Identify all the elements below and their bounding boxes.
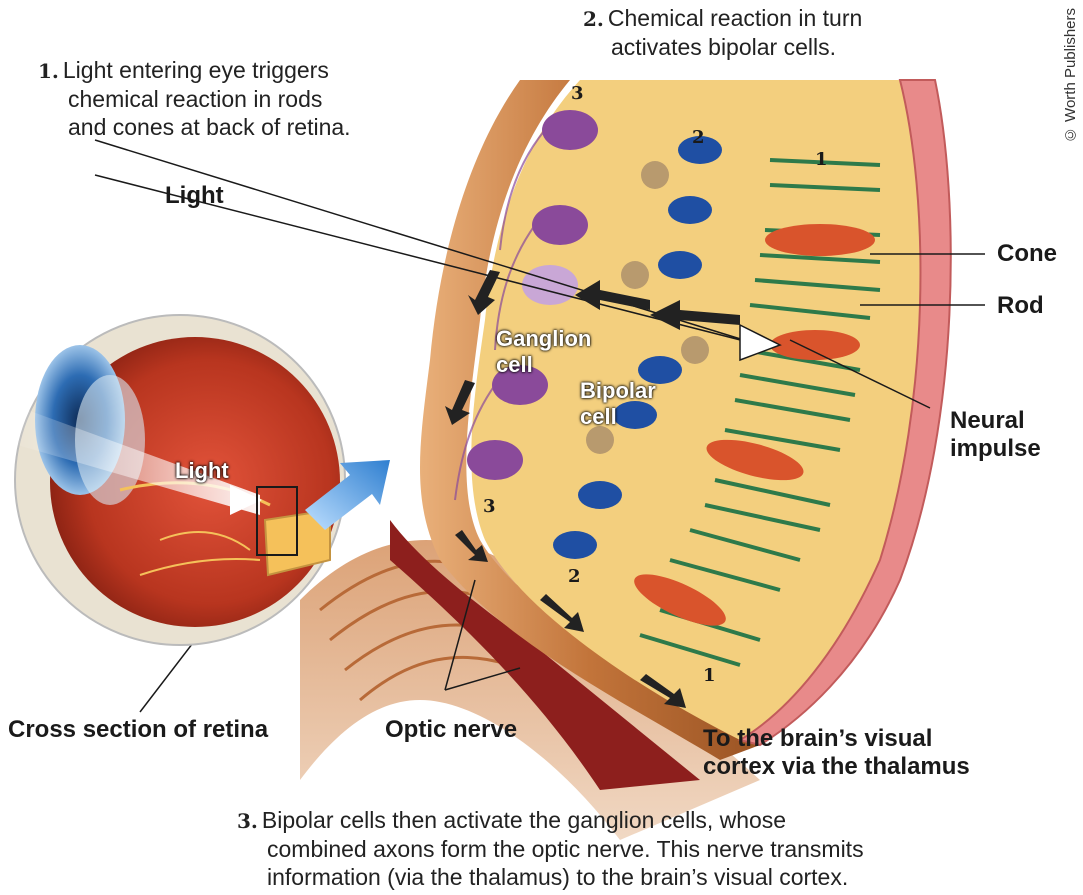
eyeball — [0, 314, 346, 646]
layer-number-top-3: 3 — [571, 83, 584, 104]
cone-cell — [770, 330, 860, 360]
bipolar-cell — [613, 401, 657, 429]
ganglion-cell — [522, 265, 578, 305]
bipolar-cell-line-2: cell — [580, 404, 617, 429]
pigment-epithelium — [737, 79, 952, 747]
bipolar-cell — [578, 481, 622, 509]
step-3-number: 3. — [237, 809, 258, 833]
light-label-top: Light — [165, 182, 224, 209]
ganglion-cell-line-2: cell — [496, 352, 533, 377]
bipolar-cell — [668, 196, 712, 224]
axons — [454, 129, 546, 501]
neural-impulse-line-1: Neural — [950, 407, 1025, 434]
bipolar-cell-line-1: Bipolar — [580, 378, 656, 403]
light-rays — [94, 139, 782, 362]
neural-impulse-arrows — [575, 280, 740, 330]
copyright-credit: © Worth Publishers — [1062, 8, 1079, 144]
neural-impulse-line-2: impulse — [950, 435, 1041, 462]
step-1-line-1: Light entering eye triggers — [62, 57, 329, 83]
cross-section-label: Cross section of retina — [8, 716, 269, 743]
bipolar-cell — [638, 356, 682, 384]
cones-group — [634, 224, 875, 626]
bipolar-cell-label: Bipolar cell — [580, 378, 656, 430]
rod-label: Rod — [997, 292, 1044, 319]
eye-light-arrow-head — [230, 485, 262, 515]
step-1-line-3: and cones at back of retina. — [68, 114, 351, 140]
bipolar-cell — [553, 531, 597, 559]
layer-number-bottom-2: 2 — [568, 566, 581, 587]
signal-arrows — [445, 270, 686, 708]
cone-cell — [765, 224, 875, 256]
ganglion-cell — [532, 205, 588, 245]
ganglion-cell — [542, 110, 598, 150]
step-2-number: 2. — [583, 7, 604, 31]
cone-label: Cone — [997, 240, 1057, 267]
bipolar-cell — [658, 251, 702, 279]
bipolar-cells — [553, 136, 722, 559]
step-3-line-2: combined axons form the optic nerve. Thi… — [267, 836, 864, 862]
ganglion-cell-label: Ganglion cell — [496, 326, 591, 378]
bipolar-cell — [678, 136, 722, 164]
layer-number-top-1: 1 — [815, 149, 828, 170]
step-1-text: 1.Light entering eye triggers chemical r… — [38, 56, 351, 141]
light-arrow-head — [739, 323, 782, 362]
ganglion-cell — [492, 365, 548, 405]
step-1-line-2: chemical reaction in rods — [68, 86, 323, 112]
to-brain-label: To the brain’s visual cortex via the tha… — [703, 725, 970, 781]
step-2-line-2: activates bipolar cells. — [611, 34, 836, 60]
layer-number-bottom-3: 3 — [483, 496, 496, 517]
retina-outer-wall — [420, 80, 760, 760]
step-3-line-1: Bipolar cells then activate the ganglion… — [261, 807, 787, 833]
step-1-number: 1. — [38, 59, 59, 83]
layer-number-top-2: 2 — [692, 127, 705, 148]
optic-nerve-label: Optic nerve — [385, 716, 518, 743]
retina-callout-box — [256, 486, 298, 556]
neural-impulse-label: Neural impulse — [950, 407, 1041, 463]
step-2-line-1: Chemical reaction in turn — [607, 5, 863, 31]
step-3-line-3: information (via the thalamus) to the br… — [267, 864, 849, 890]
ganglion-cell-line-1: Ganglion — [496, 326, 592, 351]
blood-vessel-wedge — [390, 520, 700, 790]
cone-cell — [634, 574, 726, 626]
zoom-arrow — [305, 460, 390, 530]
layer-number-bottom-1: 1 — [703, 665, 716, 686]
to-brain-line-2: cortex via the thalamus — [703, 753, 970, 780]
to-brain-line-1: To the brain’s visual — [703, 725, 933, 752]
cone-cell — [706, 439, 804, 481]
ganglion-cell — [467, 440, 523, 480]
amacrine-cells — [586, 161, 709, 454]
step-3-text: 3.Bipolar cells then activate the gangli… — [237, 806, 864, 891]
light-label-eye: Light — [175, 458, 229, 483]
step-2-text: 2.Chemical reaction in turn activates bi… — [583, 4, 862, 61]
